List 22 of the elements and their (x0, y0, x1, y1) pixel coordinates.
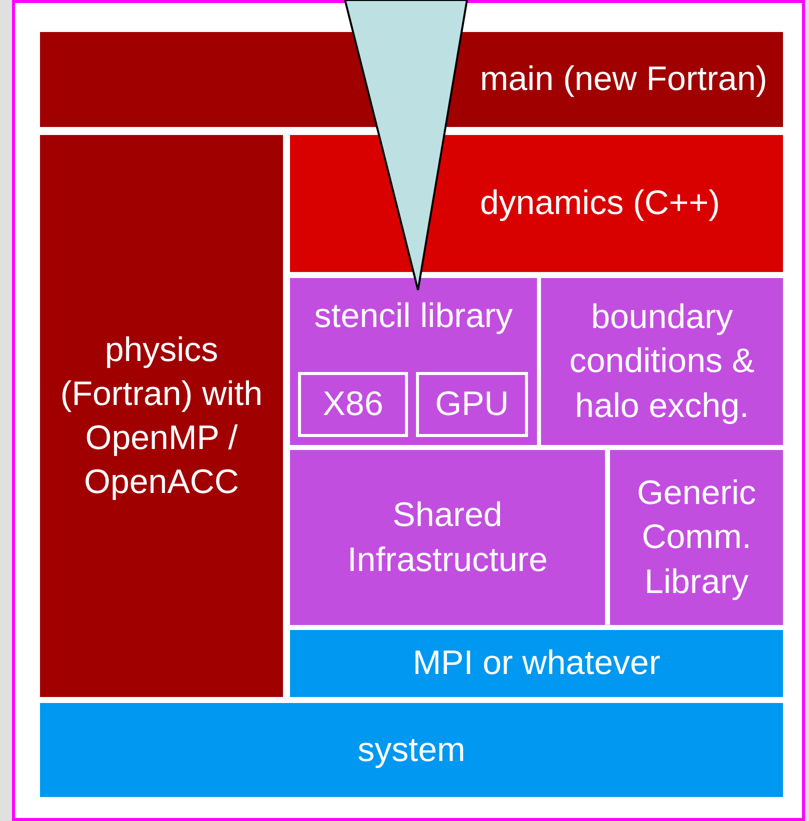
block-label: MPI or whatever (412, 643, 660, 684)
layer-block (290, 135, 783, 272)
layer-block (290, 450, 605, 625)
block-label: Generic Comm. Library (636, 473, 758, 603)
block-label: Shared Infrastructure (346, 495, 549, 580)
layer-block (40, 703, 783, 797)
block-label: system (358, 730, 466, 771)
block-label: dynamics (C++) (480, 183, 720, 224)
target-block (298, 372, 408, 437)
layer-block (610, 450, 783, 625)
layer-block (541, 278, 783, 445)
block-label: boundary conditions & halo exchg. (568, 297, 756, 427)
block-label: GPU (435, 384, 509, 426)
block-label: physics (Fortran) with OpenMP / OpenACC (59, 330, 264, 504)
block-label: stencil library (314, 296, 513, 337)
callout-pointer (344, 0, 468, 291)
block-label: X86 (322, 384, 384, 426)
block-label: main (new Fortran) (480, 59, 768, 100)
library-block (290, 278, 537, 445)
target-block (416, 372, 528, 437)
layer-block (290, 630, 783, 697)
layer-block (40, 135, 283, 697)
